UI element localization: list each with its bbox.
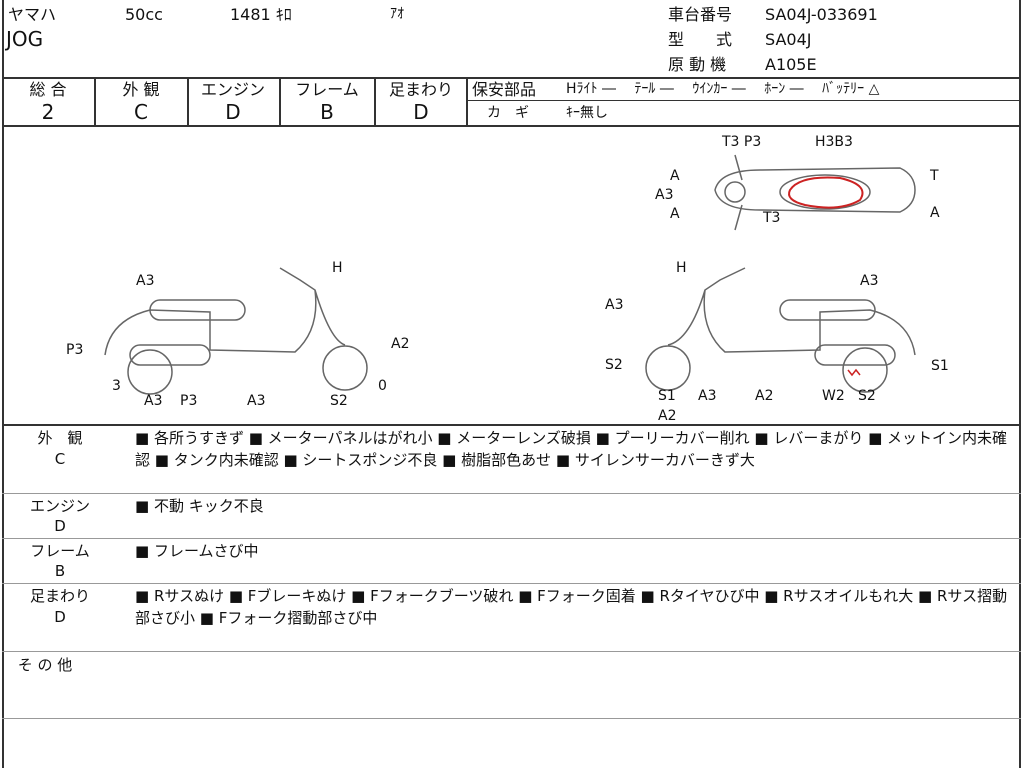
grade-frame: B	[320, 100, 334, 124]
note-suspension-category: 足まわり	[29, 587, 90, 605]
type: SA04J	[765, 30, 812, 49]
label: S2	[330, 393, 348, 409]
label: A3	[144, 393, 162, 409]
note-frame-grade: B	[54, 562, 66, 580]
label: A3	[698, 388, 716, 404]
grade-suspension-label: 足まわり	[388, 80, 453, 99]
label: 0	[378, 378, 387, 394]
label: A	[930, 205, 940, 221]
label: A3	[655, 187, 673, 203]
model-name: JOG	[6, 27, 44, 51]
damage-mark	[788, 176, 864, 209]
label: A2	[391, 336, 409, 352]
label: A3	[136, 273, 154, 289]
scooter-diagram: T3 P3 H3B3 A T A3 A T3 A A3 H P3 A2 3 0 …	[66, 134, 949, 423]
label: S1	[658, 388, 676, 404]
diagram-labels: T3 P3 H3B3 A T A3 A T3 A A3 H P3 A2 3 0 …	[66, 134, 949, 423]
scooter-left-view	[104, 267, 368, 395]
label: T	[929, 168, 939, 184]
label: H	[332, 260, 343, 276]
label: A2	[658, 408, 676, 423]
note-engine-grade: D	[54, 517, 66, 535]
label: S1	[931, 358, 949, 374]
engine: A105E	[765, 55, 817, 74]
frame-no-label: 車台番号	[668, 5, 733, 24]
label: 3	[112, 378, 121, 394]
label: P3	[66, 342, 83, 358]
note-suspension-text: ■ Rサスぬけ ■ Fブレーキぬけ ■ Fフォークブーツ破れ ■ Fフォーク固着…	[135, 587, 1008, 627]
label: A3	[860, 273, 878, 289]
maker: ヤマハ	[8, 5, 57, 24]
note-suspension-grade: D	[54, 608, 66, 626]
label: H3B3	[815, 134, 853, 150]
label: A3	[247, 393, 265, 409]
note-frame-text: ■ フレームさび中	[135, 542, 259, 560]
label: T3	[762, 210, 780, 226]
key-status: ｷｰ無し	[566, 105, 608, 121]
key-label: カ ギ	[487, 105, 529, 121]
grade-total-label: 総 合	[29, 80, 67, 99]
mileage: 1481 ｷﾛ	[230, 5, 292, 24]
label: T3 P3	[721, 134, 761, 150]
engine-label: 原 動 機	[668, 55, 727, 74]
label: H	[676, 260, 687, 276]
grade-engine-label: エンジン	[200, 80, 265, 99]
note-frame-category: フレーム	[30, 542, 90, 560]
grade-exterior-label: 外 観	[122, 80, 160, 99]
note-engine-category: エンジン	[29, 497, 90, 515]
frame-no: SA04J-033691	[765, 5, 878, 24]
label: A	[670, 206, 680, 222]
label: P3	[180, 393, 197, 409]
grade-frame-label: フレーム	[295, 80, 359, 99]
safety-items: Hﾗｲﾄ ― ﾃｰﾙ ― ｳｲﾝｶｰ ― ﾎｰﾝ ― ﾊﾞｯﾃﾘｰ △	[566, 81, 880, 97]
safety-label: 保安部品	[472, 80, 537, 99]
grade-total: 2	[41, 100, 55, 124]
note-exterior-text: ■ 各所うすきず ■ メーターパネルはがれ小 ■ メーターレンズ破損 ■ プーリ…	[135, 429, 1008, 469]
label: W2	[822, 388, 845, 404]
grade-suspension: D	[413, 100, 429, 124]
label: A2	[755, 388, 773, 404]
damage-mark	[847, 368, 861, 377]
displacement: 50cc	[125, 5, 163, 24]
note-exterior-grade: C	[54, 450, 66, 468]
label: A3	[605, 297, 623, 313]
label: A	[670, 168, 680, 184]
scooter-top-view	[714, 154, 916, 231]
type-label: 型 式	[668, 30, 733, 49]
note-exterior-category: 外 観	[37, 429, 83, 447]
color: ｱｵ	[390, 6, 404, 22]
note-engine-text: ■ 不動 キック不良	[135, 497, 264, 515]
label: S2	[858, 388, 876, 404]
scooter-right-view	[645, 267, 916, 393]
grade-exterior: C	[134, 100, 148, 124]
label: S2	[605, 357, 623, 373]
note-other-category: そ の 他	[17, 656, 73, 674]
grade-engine: D	[225, 100, 241, 124]
